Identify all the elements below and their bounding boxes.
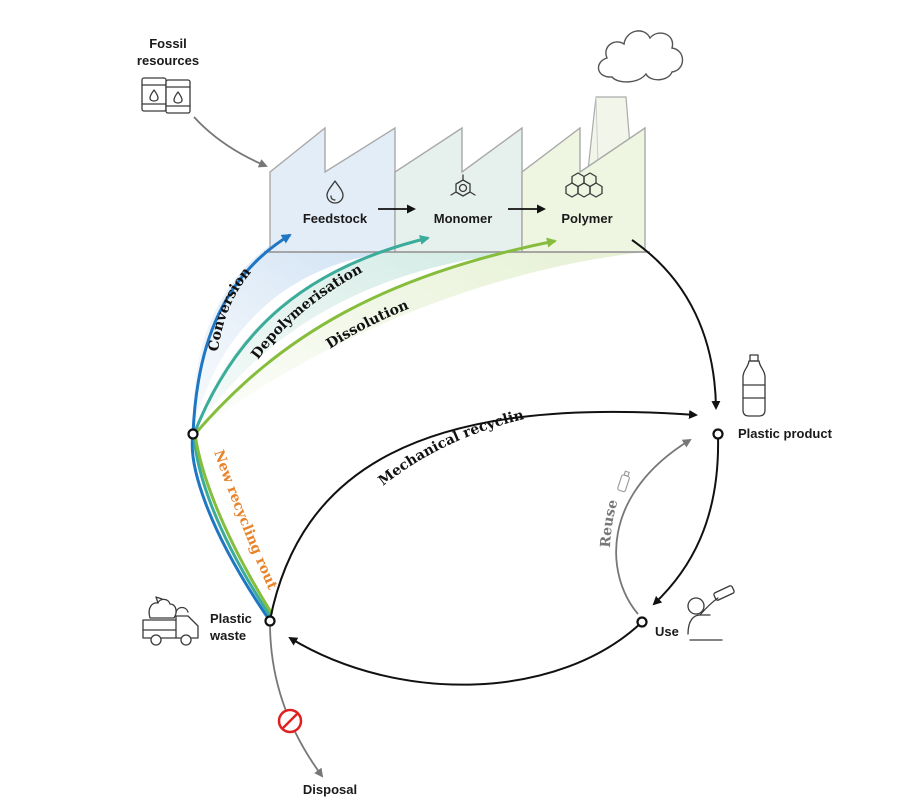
no-entry-icon	[277, 708, 303, 734]
bottle-icon	[742, 354, 766, 417]
fossil-resources-label-2: resources	[137, 53, 199, 68]
product-to-use-arrow	[652, 435, 720, 606]
use-node	[636, 616, 648, 628]
depolymerisation-arrow	[192, 235, 430, 617]
polymer-label: Polymer	[561, 211, 612, 226]
oil-barrels-icon	[141, 77, 191, 114]
depolymerisation-fan	[193, 237, 522, 434]
garbage-truck-icon	[142, 596, 199, 646]
plastic-waste-node	[264, 615, 276, 627]
disposal-label: Disposal	[303, 782, 357, 797]
smoke-cloud-icon	[597, 30, 684, 83]
monomer-label: Monomer	[434, 211, 493, 226]
factory-section-feedstock	[269, 126, 396, 253]
polymer-hexagons-icon	[565, 172, 603, 198]
plastic-product-node	[712, 428, 724, 440]
use-label: Use	[655, 624, 679, 639]
factory-section-monomer	[394, 126, 523, 253]
recycling-hub-node	[187, 428, 199, 440]
polymer-to-product-arrow	[631, 239, 721, 410]
reuse-label: Reuse	[598, 498, 622, 548]
dissolution-arrow	[193, 237, 557, 615]
molecule-icon	[450, 174, 476, 197]
person-drinking-icon	[687, 585, 735, 641]
conversion-fan	[192, 233, 395, 434]
feedstock-label: Feedstock	[303, 211, 368, 226]
droplet-icon	[326, 180, 344, 204]
reuse-arrow	[615, 438, 692, 615]
reuse-bottle-icon	[617, 470, 630, 493]
factory-section-polymer	[521, 126, 646, 253]
plastic-product-label: Plastic product	[738, 426, 833, 441]
use-to-waste-arrow	[288, 621, 643, 686]
waste-to-disposal-arrow	[269, 622, 324, 778]
fossil-resources-label-1: Fossil	[149, 36, 187, 51]
arrow-fossil-to-factory	[193, 116, 268, 168]
mechanical-recycling-arrow	[269, 410, 698, 621]
plastic-waste-label-1: Plastic	[210, 611, 252, 626]
plastic-waste-label-2: waste	[209, 628, 246, 643]
factory	[264, 96, 650, 253]
